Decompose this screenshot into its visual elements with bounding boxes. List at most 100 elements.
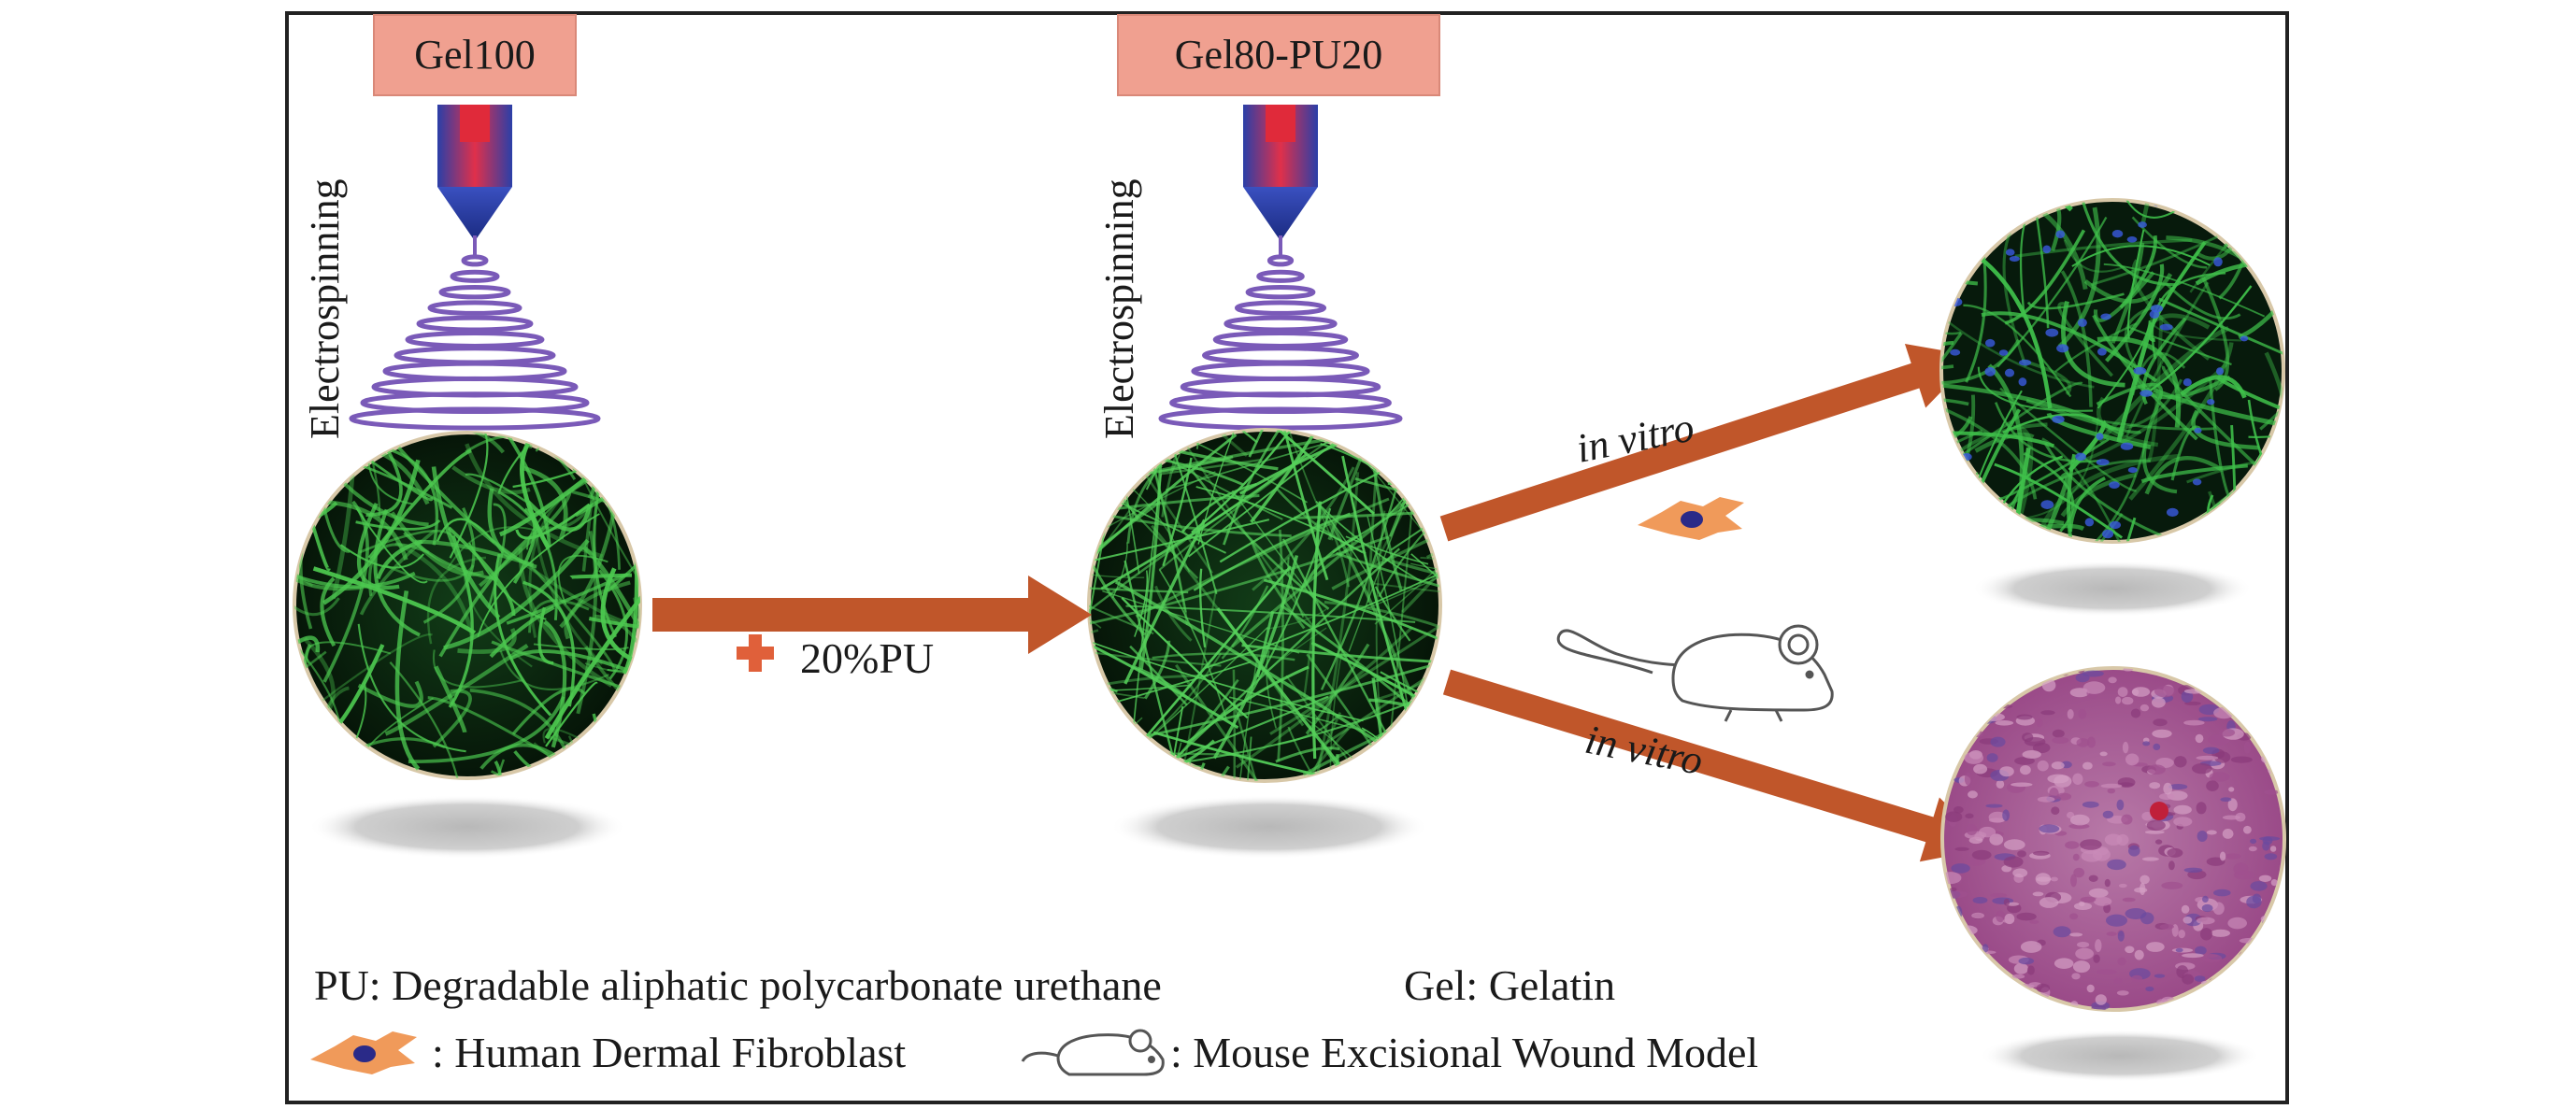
tissue-cell bbox=[2154, 974, 2166, 978]
fiber-strand bbox=[465, 473, 527, 503]
tissue-cell bbox=[2047, 774, 2069, 784]
tissue-cell bbox=[2230, 756, 2253, 763]
tissue-cell bbox=[2094, 896, 2112, 906]
tissue-cell bbox=[2159, 924, 2174, 930]
tissue-cell bbox=[1951, 863, 1970, 874]
fiber-strand bbox=[1089, 516, 1154, 635]
fiber-strand bbox=[294, 650, 327, 719]
tissue-cell bbox=[2146, 942, 2165, 952]
fiber-strand bbox=[1374, 642, 1440, 702]
tissue-cell bbox=[2140, 912, 2154, 925]
cell-nucleus bbox=[2109, 520, 2122, 530]
cell-nucleus bbox=[2149, 310, 2160, 319]
fiber-strand bbox=[1375, 510, 1386, 727]
tissue-cell bbox=[2264, 789, 2279, 795]
fiber-strand bbox=[390, 511, 484, 576]
spiral-loop bbox=[450, 269, 500, 283]
cell-nucleus bbox=[2052, 415, 2065, 424]
tissue-cell bbox=[2219, 851, 2226, 861]
cell-nucleus bbox=[2127, 467, 2138, 474]
fiber-strand bbox=[1154, 430, 1319, 633]
fiber-strand bbox=[1089, 633, 1222, 667]
legend-fibroblast-cell-icon bbox=[310, 1031, 417, 1074]
tissue-cell bbox=[2227, 917, 2247, 930]
tissue-cell bbox=[2264, 853, 2278, 860]
tissue-cell bbox=[2107, 788, 2116, 794]
gel80pu20-label: Gel80-PU20 bbox=[1175, 32, 1382, 78]
fiber-strand bbox=[1266, 650, 1278, 729]
fiber-strand bbox=[2191, 409, 2260, 450]
spiral-loop bbox=[427, 300, 522, 316]
tissue-cell bbox=[1966, 824, 1978, 835]
fiber-strand bbox=[1121, 596, 1249, 719]
fiber-strand bbox=[1201, 712, 1342, 781]
tissue-cell bbox=[1982, 944, 1989, 953]
tissue-cell bbox=[2017, 850, 2026, 858]
fiber-strand bbox=[1974, 432, 2035, 453]
fiber-strand bbox=[1941, 397, 1969, 419]
fibroblast-cell-icon bbox=[1638, 497, 1744, 540]
fiber-strand bbox=[1089, 633, 1364, 722]
tissue-cell bbox=[2115, 696, 2122, 704]
tissue-cell bbox=[2082, 681, 2106, 694]
spiral-loop bbox=[1158, 406, 1403, 431]
in-vitro-shadow bbox=[1972, 561, 2253, 617]
spiral-loop bbox=[1224, 315, 1338, 333]
tissue-cell bbox=[2052, 729, 2065, 738]
tissue-cell bbox=[2039, 897, 2059, 908]
fiber-strand bbox=[1191, 430, 1307, 533]
tissue-cell bbox=[2248, 846, 2257, 852]
tissue-cell bbox=[2020, 941, 2042, 953]
tissue-cell bbox=[2069, 932, 2083, 937]
tissue-cell bbox=[2153, 743, 2161, 751]
tissue-red-spot bbox=[2150, 802, 2168, 820]
tissue-cell bbox=[2107, 859, 2126, 871]
fiber-strand bbox=[1336, 551, 1440, 619]
fiber-strand bbox=[1941, 416, 1973, 449]
fiber-strand bbox=[1999, 387, 2137, 492]
fiber-strand bbox=[345, 433, 381, 518]
tissue-cell bbox=[2073, 867, 2085, 878]
fiber-strand bbox=[1089, 566, 1102, 629]
fiber-strand bbox=[294, 683, 295, 733]
spiral-loop bbox=[438, 285, 511, 300]
fiber-strand bbox=[1089, 500, 1243, 657]
fiber-strand bbox=[1131, 430, 1187, 613]
fiber-strand bbox=[2092, 314, 2198, 441]
fiber-strand bbox=[2021, 359, 2072, 396]
fiber-strand bbox=[1126, 483, 1191, 573]
tissue-cell bbox=[2087, 736, 2096, 748]
tissue-cell bbox=[2206, 780, 2219, 791]
fiber-strand bbox=[1204, 564, 1440, 669]
tissue-cell bbox=[2206, 830, 2217, 835]
fiber-strand bbox=[358, 529, 454, 554]
spiral-loop bbox=[1267, 254, 1295, 267]
fiber-strand bbox=[499, 649, 609, 691]
fiber-strand bbox=[1142, 430, 1375, 515]
fiber-strand bbox=[2000, 486, 2023, 542]
tissue-cell bbox=[2243, 741, 2252, 754]
tissue-cell bbox=[2182, 917, 2193, 924]
tissue-cell bbox=[2095, 994, 2107, 1005]
in-vivo-shadow bbox=[1980, 1030, 2260, 1082]
cell-nucleus bbox=[1998, 349, 2009, 356]
fiber-strand bbox=[1221, 585, 1269, 660]
tissue-cell bbox=[2080, 896, 2097, 903]
tissue-cell bbox=[2122, 897, 2136, 903]
legend-pu-definition: PU: Degradable aliphatic polycarbonate u… bbox=[314, 961, 1162, 1009]
tissue-cell bbox=[2201, 903, 2213, 913]
tissue-cell bbox=[2053, 926, 2071, 938]
fiber-strand bbox=[2067, 453, 2116, 542]
fiber-strand bbox=[2012, 424, 2034, 515]
fiber-strand bbox=[2248, 401, 2283, 438]
fiber-strand bbox=[2092, 419, 2215, 431]
tissue-cell bbox=[2183, 719, 2205, 726]
fiber-strand bbox=[465, 443, 604, 559]
tissue-cell bbox=[2099, 751, 2108, 757]
tissue-cell bbox=[2211, 929, 2230, 937]
fiber-strand bbox=[298, 633, 433, 719]
cell-nucleus bbox=[2040, 500, 2054, 509]
tissue-cell bbox=[2072, 773, 2083, 785]
fiber-strand bbox=[1303, 612, 1316, 699]
tissue-cell bbox=[2202, 895, 2209, 903]
